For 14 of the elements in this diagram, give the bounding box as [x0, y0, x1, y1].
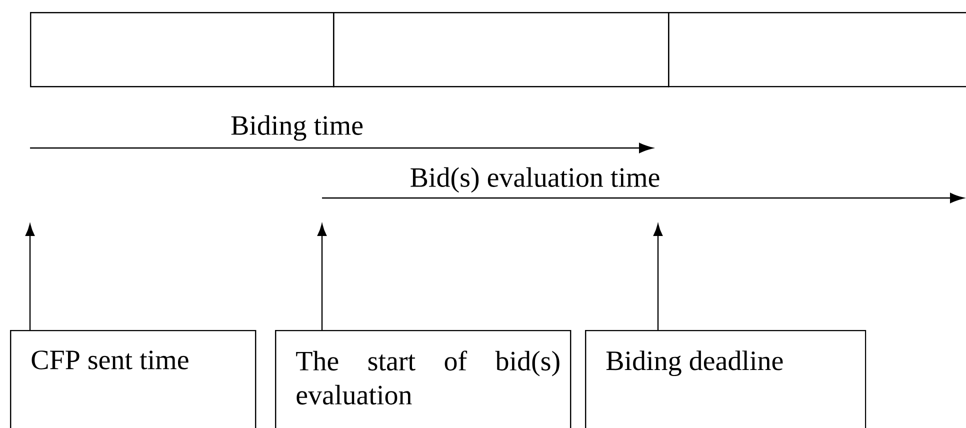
box-text: CFP sent time	[32, 350, 188, 370]
arrow	[317, 224, 327, 330]
box-text: The start of bid(s) evaluation	[296, 350, 560, 405]
arrow	[653, 224, 663, 330]
timeline-segment	[333, 12, 670, 88]
label-box	[10, 330, 256, 428]
label-box	[275, 330, 572, 428]
label-box	[585, 330, 866, 428]
timeline-segment	[668, 12, 966, 88]
timeline-segment	[30, 12, 334, 88]
span-label: Biding time	[231, 115, 363, 141]
arrow	[25, 224, 35, 330]
span-label: Bid(s) evaluation time	[410, 167, 660, 193]
box-text: Biding deadline	[606, 350, 783, 376]
